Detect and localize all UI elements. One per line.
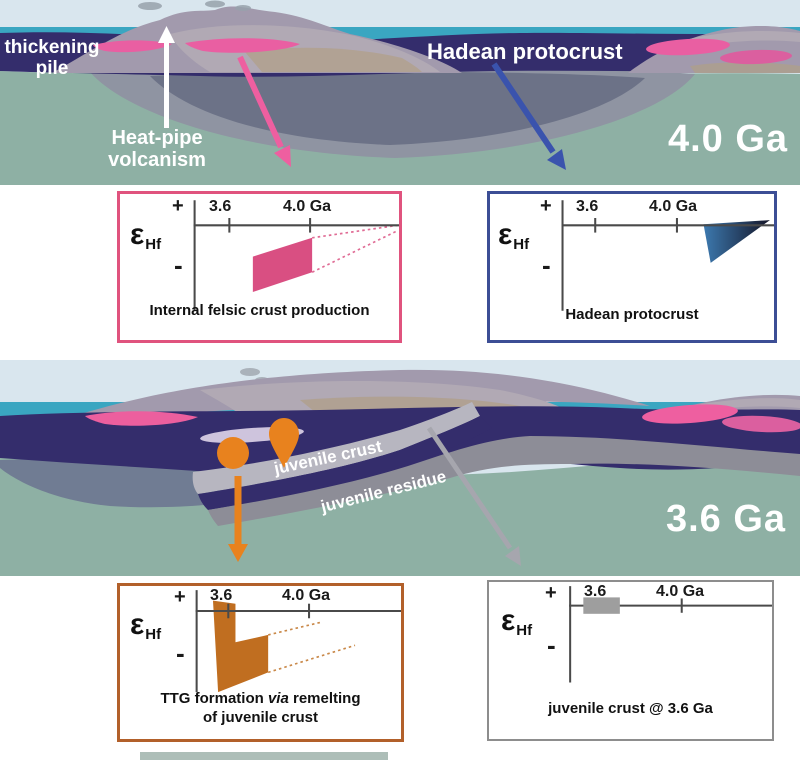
tick-label-3_6: 3.6: [576, 198, 599, 215]
felsic-sills: [85, 404, 800, 433]
age-label-3_6ga: 3.6 Ga: [665, 498, 787, 540]
felsic-field: [252, 237, 313, 293]
felsic-sills: [93, 38, 792, 65]
plus-label: +: [545, 582, 557, 604]
heat-pipe-volcanism-label: Heat-pipe volcanism: [108, 127, 206, 172]
panorama-4ga: [0, 0, 800, 185]
tick-label-3_6: 3.6: [209, 198, 232, 215]
age-label-4ga: 4.0 Ga: [667, 118, 789, 160]
epsilon-hf-label: εHf: [498, 218, 530, 253]
eruption-smoke: [138, 0, 251, 11]
plus-label: +: [540, 195, 552, 217]
chart-juvenile-crust: + 3.6 4.0 Ga εHf - juvenile crust @ 3.6 …: [487, 580, 774, 741]
hadean-plot: [561, 200, 774, 311]
chart-felsic-crust: + 3.6 4.0 Ga εHf - Internal felsic crust…: [117, 191, 402, 343]
plus-label: +: [174, 586, 186, 608]
minus-label: -: [176, 638, 185, 668]
ttg-caption: TTG formation via remelting of juvenile …: [120, 690, 401, 728]
ttg-extrapolation-lower: [267, 644, 356, 674]
epsilon-hf-label: εHf: [501, 604, 533, 639]
hadean-caption: Hadean protocrust: [565, 306, 699, 323]
magma-diapirs: [217, 418, 299, 469]
epsilon-hf-label: εHf: [130, 608, 162, 643]
tick-label-4_0: 4.0 Ga: [649, 198, 698, 215]
juvenile-crust-arrow: [426, 426, 521, 566]
folded-crust-band: [198, 416, 492, 510]
ttg-caption-line1: TTG formation via remelting: [160, 690, 361, 707]
minus-label: -: [174, 250, 183, 280]
tick-label-4_0: 4.0 Ga: [283, 198, 332, 215]
protocrust-arrow: [491, 62, 566, 170]
heatpipe-arrow: [158, 26, 175, 128]
juvenile-plot: [569, 586, 772, 683]
chart-hadean-protocrust: + 3.6 4.0 Ga εHf - Hadean protocrust: [487, 191, 777, 343]
hadean-protocrust-label: Hadean protocrust: [427, 39, 623, 64]
ttg-caption-line2: of juvenile crust: [202, 708, 319, 726]
plus-label: +: [172, 195, 184, 217]
thickening-pile-label: thickening pile: [4, 37, 100, 80]
minus-label: -: [547, 630, 556, 660]
tick-label-4_0: 4.0 Ga: [282, 587, 331, 604]
tick-label-3_6: 3.6: [584, 583, 607, 600]
felsic-caption: Internal felsic crust production: [149, 302, 370, 319]
ttg-field: [212, 600, 269, 693]
juvenile-crust-ribbon: [192, 402, 480, 494]
ttg-plot: [195, 590, 401, 693]
epsilon-hf-label: εHf: [130, 218, 162, 253]
ttg-arrow: [228, 476, 248, 562]
juvenile-caption: juvenile crust @ 3.6 Ga: [548, 700, 713, 717]
bottom-teal-strip: [140, 752, 388, 760]
chart-ttg-formation: + 3.6 4.0 Ga εHf - TTG formation via rem…: [117, 583, 404, 742]
protocrust-wedge: [703, 220, 770, 263]
minus-label: -: [542, 250, 551, 280]
felsic-extrapolation-lower: [311, 229, 399, 273]
tick-label-3_6: 3.6: [210, 587, 233, 604]
ttg-extrapolation-upper: [267, 621, 321, 636]
juvenile-field: [583, 597, 620, 614]
juvenile-residue-ribbon: [208, 436, 800, 526]
panorama-3_6ga: [0, 360, 800, 576]
tick-label-4_0: 4.0 Ga: [656, 583, 705, 600]
felsic-production-arrow: [237, 55, 291, 167]
felsic-plot: [193, 200, 399, 311]
